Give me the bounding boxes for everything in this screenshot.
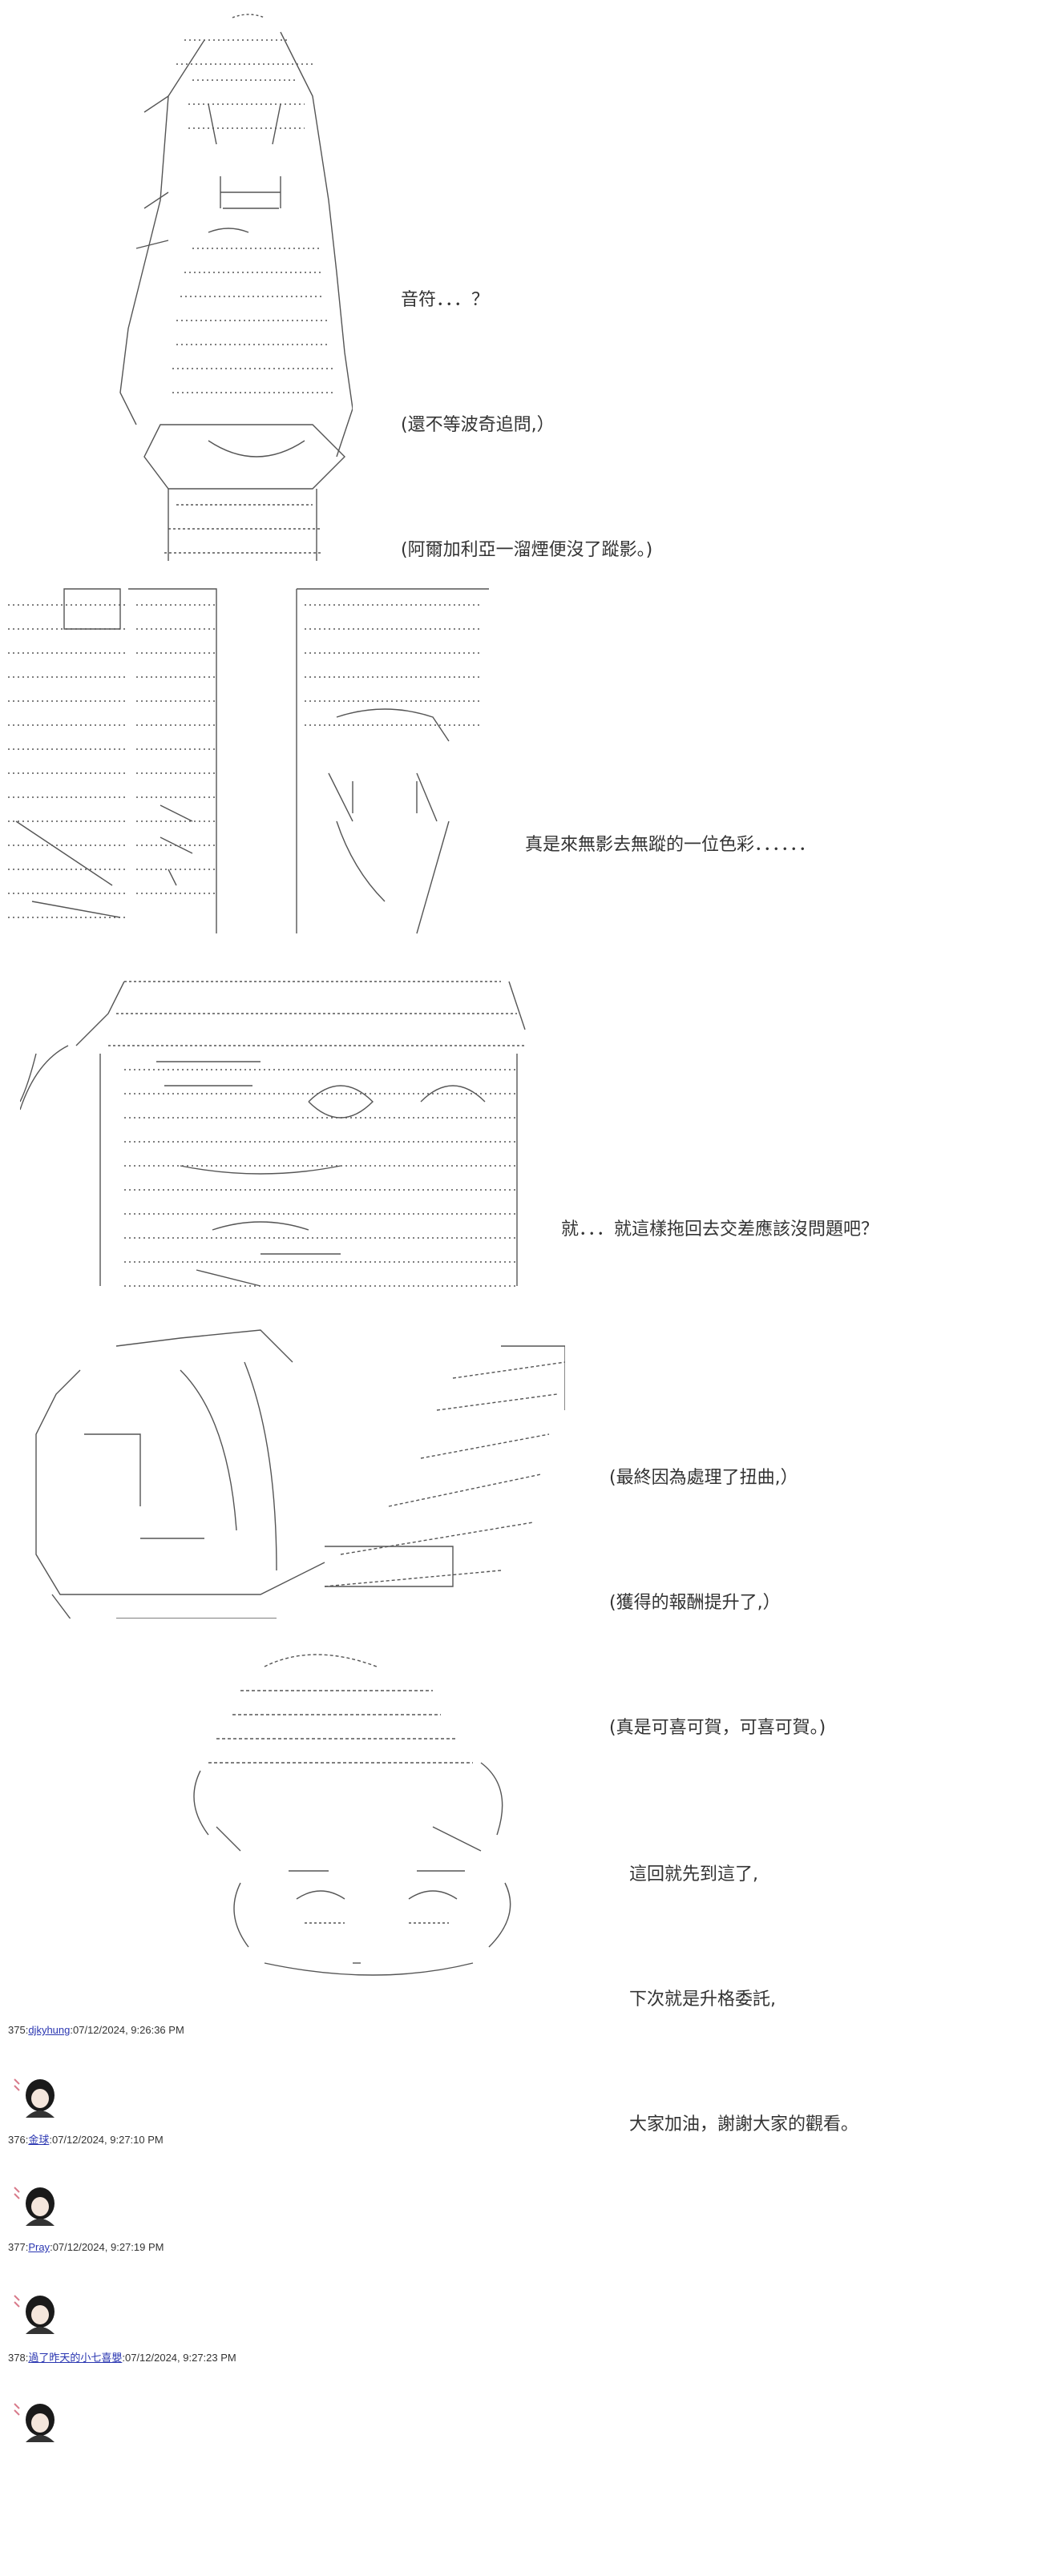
panel-2-dialog: 真是來無影去無蹤的一位色彩．．．．．． [525,741,816,908]
ascii-art-figure-1 [48,8,353,561]
dialog-line: 這回就先到這了, [629,1864,758,1885]
post-number: 376 [8,2134,26,2146]
dialog-line: (真是可喜可賀，可喜可賀。) [609,1718,826,1738]
post-author-link[interactable]: 過了昨天的小七喜嬰 [28,2352,123,2364]
post-date: 07/12/2024, 9:27:10 PM [51,2134,164,2146]
panel-5-dialog: 這回就先到這了, 下次就是升格委託, 大家加油，謝謝大家的觀看。 [629,1771,858,2187]
ascii-art-figure-4 [20,1314,565,1619]
dialog-line: 就．．．就這樣拖回去交差應該沒問題吧？ [561,1219,879,1240]
dialog-line: 大家加油，謝謝大家的觀看。 [629,2114,859,2135]
dialog-line: (獲得的報酬提升了,） [609,1593,781,1613]
post-number: 375 [8,2024,26,2036]
post-header: 378:過了昨天的小七喜嬰:07/12/2024, 9:27:23 PM [8,2352,236,2364]
avatar [8,2071,61,2118]
panel-1-dialog: 音符．．．？ (還不等波奇追問,） (阿爾加利亞一溜煙便沒了蹤影。) [401,196,652,613]
post-date: 07/12/2024, 9:26:36 PM [73,2024,184,2036]
ascii-art-figure-3 [20,965,533,1302]
dialog-line: 音符．．．？ [401,290,490,310]
panel-3-dialog: 就．．．就這樣拖回去交差應該沒問題吧？ [561,1126,878,1292]
avatar [8,2396,61,2442]
post-header: 375:djkyhung:07/12/2024, 9:26:36 PM [8,2024,184,2036]
ascii-art-figure-5 [168,1643,577,1979]
dialog-line: 真是來無影去無蹤的一位色彩．．．．．． [525,835,817,855]
panel-4-dialog: (最終因為處理了扭曲,） (獲得的報酬提升了,） (真是可喜可賀，可喜可賀。) [609,1374,826,1791]
post-author-link[interactable]: Pray [28,2241,50,2253]
dialog-line: (還不等波奇追問,） [401,415,555,435]
post-number: 378 [8,2352,26,2364]
dialog-line: (阿爾加利亞一溜煙便沒了蹤影。) [401,540,653,560]
post-author-link[interactable]: djkyhung [28,2024,71,2036]
avatar [8,2288,61,2334]
post-date: 07/12/2024, 9:27:19 PM [52,2241,164,2253]
dialog-line: (最終因為處理了扭曲,） [609,1468,798,1488]
ascii-art-figure-2 [0,581,489,937]
post-author-link[interactable]: 金球 [28,2134,50,2146]
post-date: 07/12/2024, 9:27:23 PM [124,2352,236,2364]
dialog-line: 下次就是升格委託, [629,1989,776,2010]
post-header: 377:Pray:07/12/2024, 9:27:19 PM [8,2241,164,2253]
post-header: 376:金球:07/12/2024, 9:27:10 PM [8,2134,164,2146]
avatar [8,2179,61,2226]
post-number: 377 [8,2241,26,2253]
